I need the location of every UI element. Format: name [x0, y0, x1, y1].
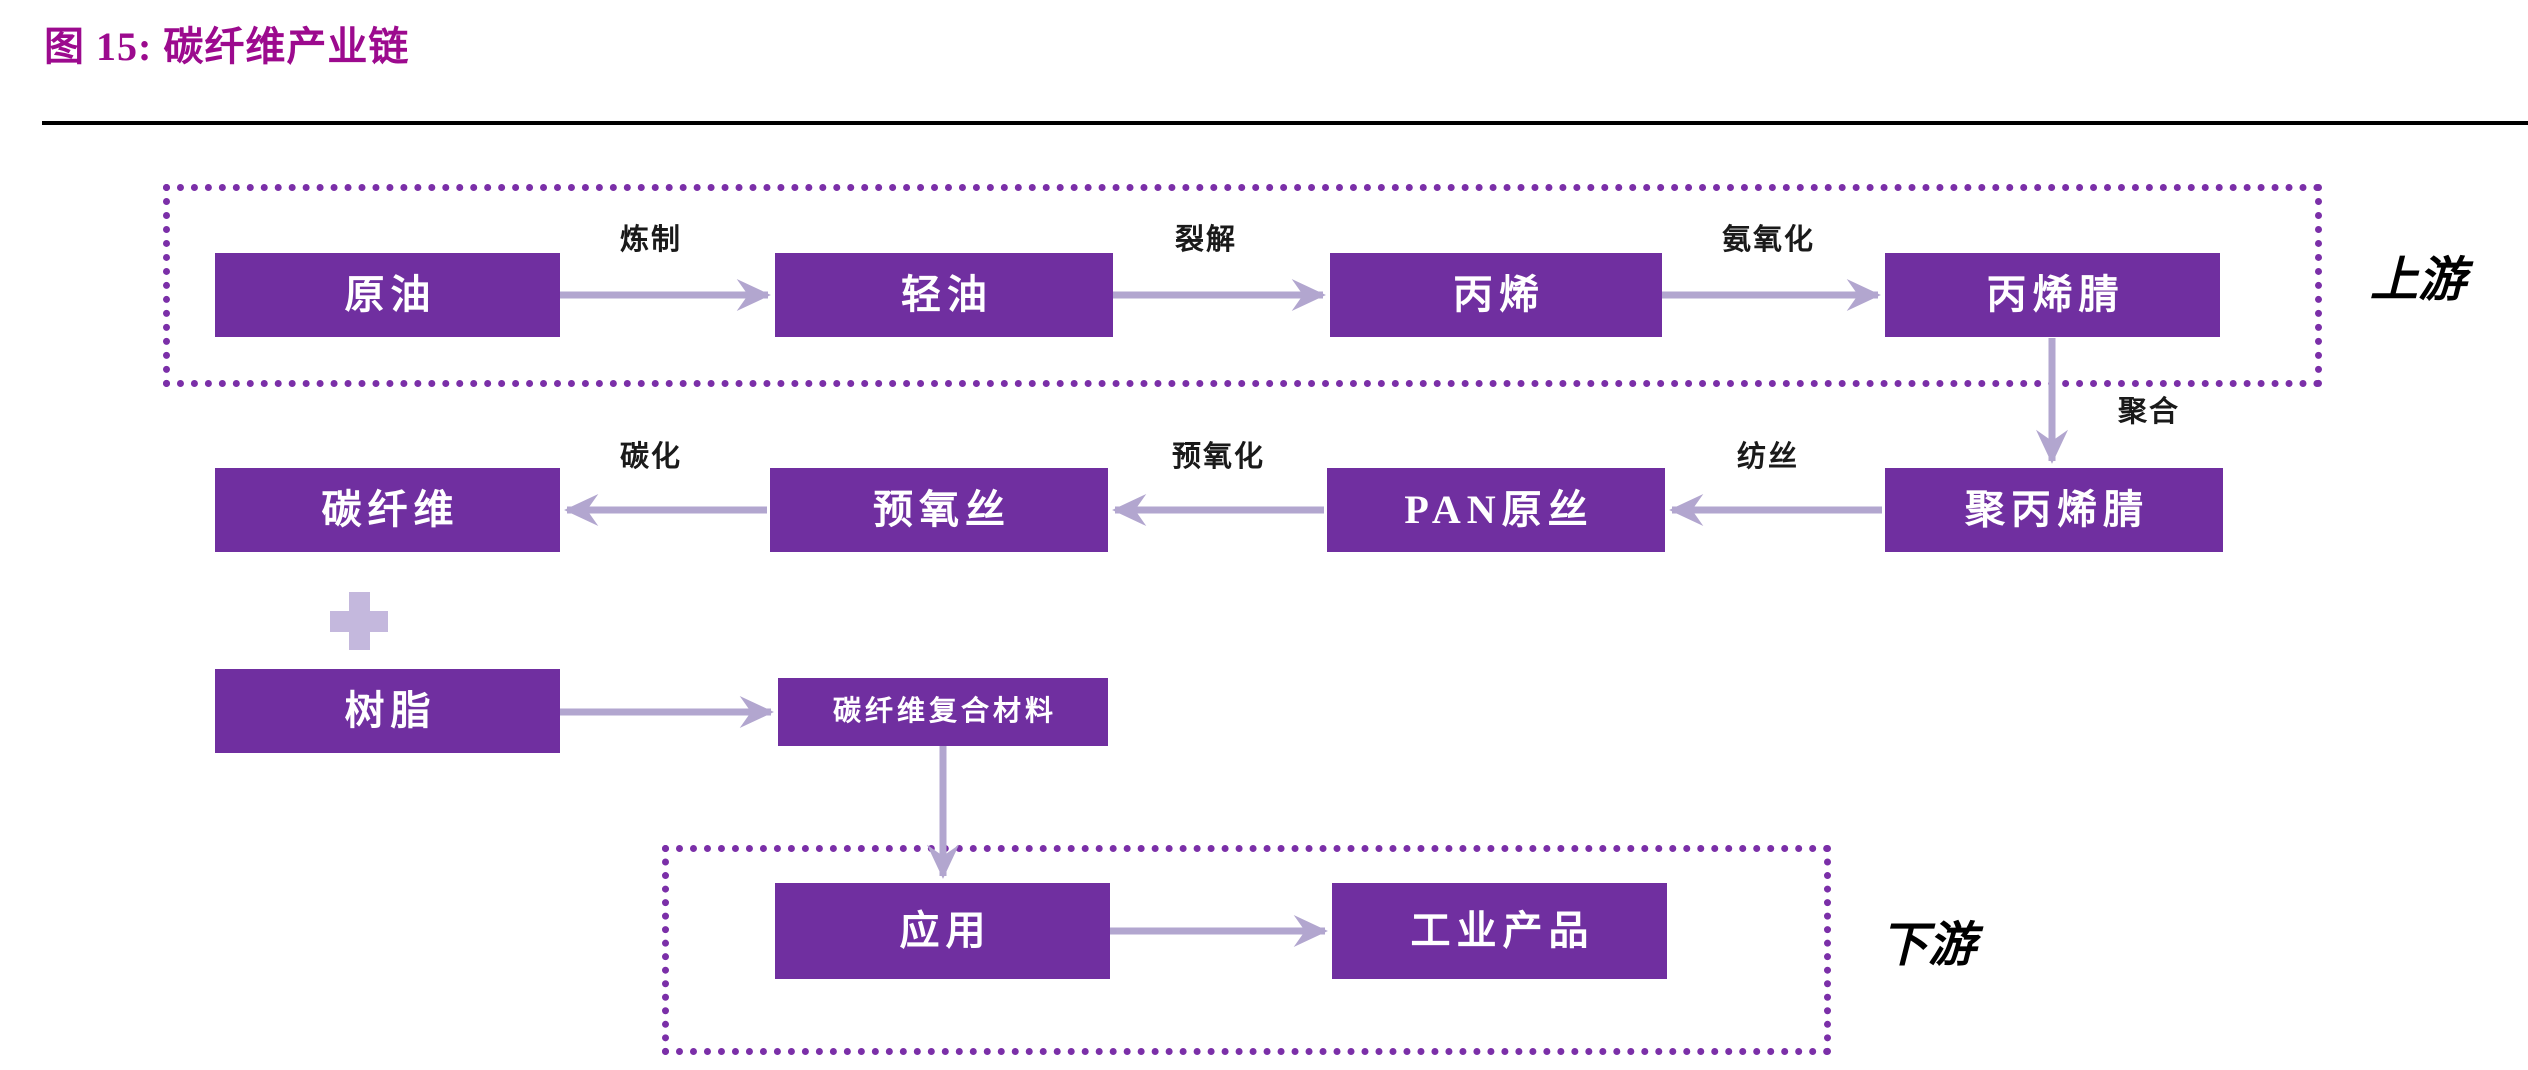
- node-preoxidized-fiber[interactable]: 预氧丝: [770, 468, 1108, 552]
- edge-label-spinning: 纺丝: [1737, 441, 1800, 473]
- node-carbon-fiber-composite[interactable]: 碳纤维复合材料: [778, 678, 1108, 746]
- edge-label-carbonization: 碳化: [620, 441, 683, 473]
- node-application[interactable]: 应用: [775, 883, 1110, 979]
- node-acrylonitrile[interactable]: 丙烯腈: [1885, 253, 2220, 337]
- edge-label-refine: 炼制: [620, 224, 683, 256]
- title-divider: [42, 121, 2528, 125]
- plus-icon: [330, 592, 388, 650]
- node-crude-oil[interactable]: 原油: [215, 253, 560, 337]
- zone-label-downstream: 下游: [1880, 919, 1977, 972]
- page-title: 图 15: 碳纤维产业链: [44, 24, 410, 69]
- zone-label-upstream: 上游: [2370, 254, 2467, 307]
- edge-label-crack: 裂解: [1175, 224, 1238, 256]
- node-carbon-fiber[interactable]: 碳纤维: [215, 468, 560, 552]
- node-light-oil[interactable]: 轻油: [775, 253, 1113, 337]
- edge-label-preoxidation: 预氧化: [1172, 441, 1266, 473]
- node-polyacrylonitrile[interactable]: 聚丙烯腈: [1885, 468, 2223, 552]
- zone-downstream-frame: [662, 845, 1831, 1055]
- node-pan-precursor[interactable]: PAN原丝: [1327, 468, 1665, 552]
- plus-icon-vertical-bar: [349, 592, 370, 650]
- node-resin[interactable]: 树脂: [215, 669, 560, 753]
- edge-label-polymerization: 聚合: [2118, 396, 2181, 428]
- node-propylene[interactable]: 丙烯: [1330, 253, 1662, 337]
- node-industrial-product[interactable]: 工业产品: [1332, 883, 1667, 979]
- zone-upstream-frame: [163, 184, 2322, 387]
- edge-label-ammoxidation: 氨氧化: [1722, 224, 1816, 256]
